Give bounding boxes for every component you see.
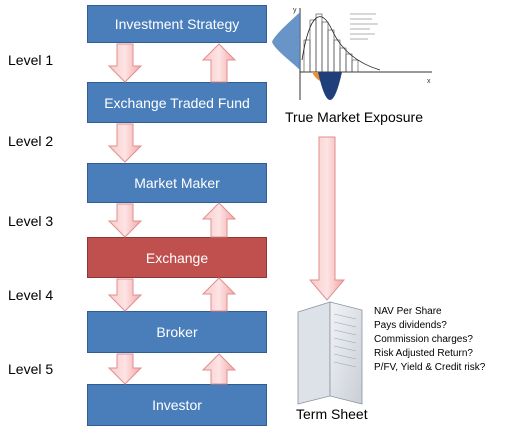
level-5-label: Level 5 xyxy=(8,361,54,377)
term-sheet-item: NAV Per Share xyxy=(374,306,442,317)
box-exchange: Exchange xyxy=(87,237,267,278)
box-broker: Broker xyxy=(87,311,267,353)
exposure-to-term-sheet-arrow xyxy=(308,136,346,301)
term-sheet-item: Risk Adjusted Return? xyxy=(374,348,473,359)
term-sheet-items: NAV Per Share Pays dividends? Commission… xyxy=(374,305,485,375)
level-3-label: Level 3 xyxy=(8,213,54,229)
up-arrow-1 xyxy=(201,43,237,83)
chart-x-axis-label: x xyxy=(427,78,431,85)
level-4-label: Level 4 xyxy=(8,287,54,303)
down-arrow-3 xyxy=(107,203,143,238)
term-sheet-document-icon xyxy=(297,301,363,405)
level-2-label: Level 2 xyxy=(8,133,54,149)
term-sheet-item: P/FV, Yield & Credit risk? xyxy=(374,362,486,373)
term-sheet-label: Term Sheet xyxy=(296,406,368,422)
down-arrow-5 xyxy=(107,353,143,385)
box-investment-strategy: Investment Strategy xyxy=(87,5,267,43)
box-investor: Investor xyxy=(87,384,267,426)
up-arrow-3 xyxy=(201,277,237,312)
up-arrow-2 xyxy=(201,202,237,238)
market-exposure-chart: y x xyxy=(272,7,432,100)
up-arrow-4 xyxy=(201,353,237,385)
down-arrow-2 xyxy=(107,123,143,163)
box-market-maker: Market Maker xyxy=(87,163,267,203)
term-sheet-item: Commission charges? xyxy=(374,334,473,345)
level-1-label: Level 1 xyxy=(8,52,54,68)
box-exchange-traded-fund: Exchange Traded Fund xyxy=(87,82,267,123)
term-sheet-item: Pays dividends? xyxy=(374,320,447,331)
down-arrow-1 xyxy=(107,43,143,83)
chart-y-axis-label: y xyxy=(293,7,297,14)
down-arrow-4 xyxy=(107,278,143,312)
true-market-exposure-label: True Market Exposure xyxy=(285,109,423,125)
